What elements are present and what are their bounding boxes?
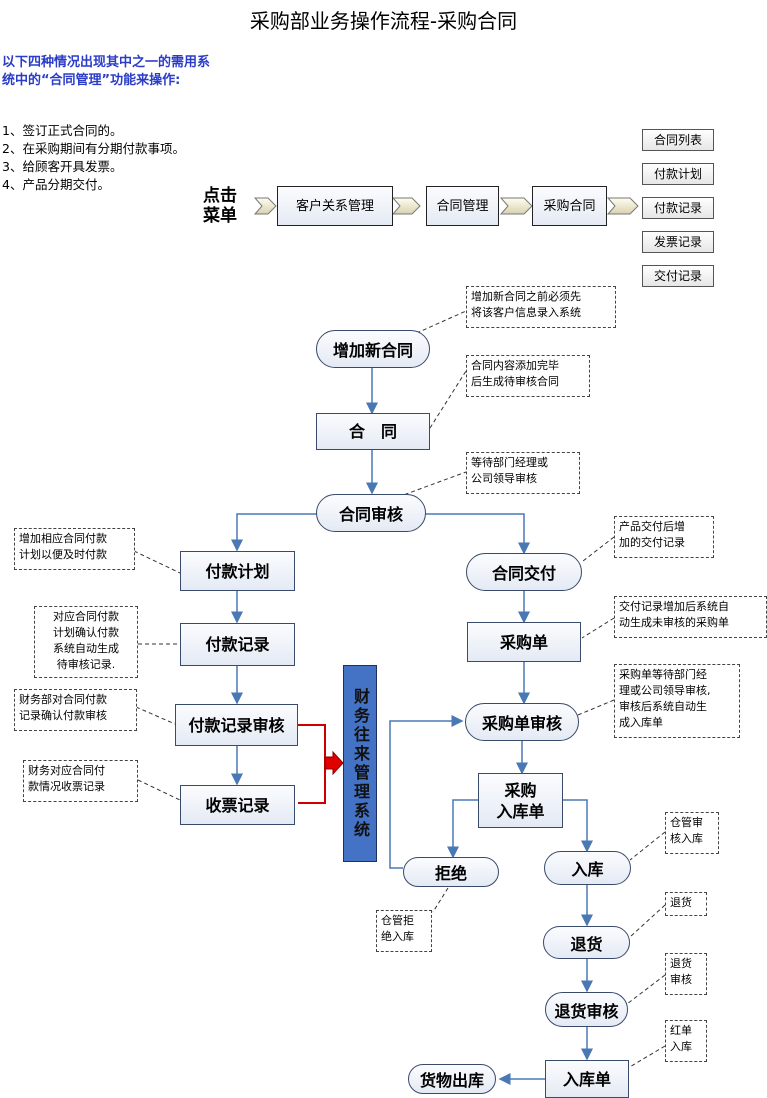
page-title: 采购部业务操作流程-采购合同 [249, 9, 518, 33]
conditions-list: 1、签订正式合同的。 2、在采购期间有分期付款事项。 3、给顾客开具发票。 4、… [2, 122, 185, 194]
submenu-payment-record[interactable]: 付款记录 [642, 197, 714, 219]
node-purchase-in-order: 采购 入库单 [478, 773, 563, 828]
node-purchase-order-review: 采购单审核 [465, 703, 579, 741]
node-return-review: 退货审核 [545, 992, 628, 1027]
condition-item: 3、给顾客开具发票。 [2, 159, 123, 174]
submenu-payment-plan[interactable]: 付款计划 [642, 163, 714, 185]
node-payment-plan: 付款计划 [180, 551, 295, 591]
note-contract-review: 等待部门经理或公司领导审核 [466, 452, 580, 494]
submenu-contract-list[interactable]: 合同列表 [642, 129, 714, 151]
note-purchase-order: 交付记录增加后系统自动生成未审核的采购单 [614, 596, 767, 638]
note-purchase-order-review: 采购单等待部门经理或公司领导审核, 审核后系统自动生成入库单 [614, 664, 740, 738]
menu-item-crm[interactable]: 客户关系管理 [277, 186, 393, 226]
menu-item-purchase-contract[interactable]: 采购合同 [532, 186, 607, 226]
node-stock-in: 入库 [544, 851, 631, 885]
click-menu-label: 点击 菜单 [203, 186, 237, 226]
note-invoice-record: 财务对应合同付款情况收票记录 [23, 760, 138, 802]
submenu-delivery-record[interactable]: 交付记录 [642, 265, 714, 287]
node-in-order: 入库单 [545, 1060, 629, 1098]
note-contract-delivery: 产品交付后增加的交付记录 [614, 516, 714, 558]
condition-item: 2、在采购期间有分期付款事项。 [2, 141, 185, 156]
note-payment-record: 对应合同付款计划确认付款 系统自动生成待审核记录. [34, 606, 138, 678]
condition-item: 4、产品分期交付。 [2, 177, 110, 192]
menu-item-contract-management[interactable]: 合同管理 [426, 186, 499, 226]
note-red-in-order: 红单入库 [665, 1020, 707, 1062]
node-finance-system: 财务往来管理系统 [343, 665, 377, 862]
note-payment-plan: 增加相应合同付款计划以便及时付款 [14, 528, 135, 570]
node-reject: 拒绝 [403, 857, 499, 887]
node-contract-delivery: 合同交付 [466, 553, 582, 591]
node-goods-out: 货物出库 [408, 1064, 496, 1094]
node-invoice-record: 收票记录 [180, 785, 295, 825]
condition-item: 1、签订正式合同的。 [2, 123, 123, 138]
note-contract: 合同内容添加完毕后生成待审核合同 [466, 355, 590, 397]
note-stock-in: 仓管审核入库 [665, 812, 719, 854]
note-reject: 仓管拒绝入库 [376, 910, 432, 952]
note-add-contract: 增加新合同之前必须先将该客户信息录入系统 [466, 286, 616, 328]
note-payment-record-review: 财务部对合同付款记录确认付款审核 [14, 689, 137, 731]
node-purchase-order: 采购单 [467, 622, 581, 662]
note-return-review: 退货审核 [665, 953, 707, 995]
menu-chevrons [253, 197, 639, 215]
node-contract: 合 同 [316, 413, 430, 450]
node-add-contract: 增加新合同 [316, 330, 430, 368]
note-return: 退货 [665, 892, 707, 916]
node-payment-record: 付款记录 [180, 623, 295, 666]
submenu-invoice-record[interactable]: 发票记录 [642, 231, 714, 253]
node-payment-record-review: 付款记录审核 [175, 704, 298, 746]
node-contract-review: 合同审核 [316, 494, 426, 532]
node-return: 退货 [543, 926, 630, 959]
intro-note: 以下四种情况出现其中之一的需用系统中的“合同管理”功能来操作: [2, 55, 211, 88]
